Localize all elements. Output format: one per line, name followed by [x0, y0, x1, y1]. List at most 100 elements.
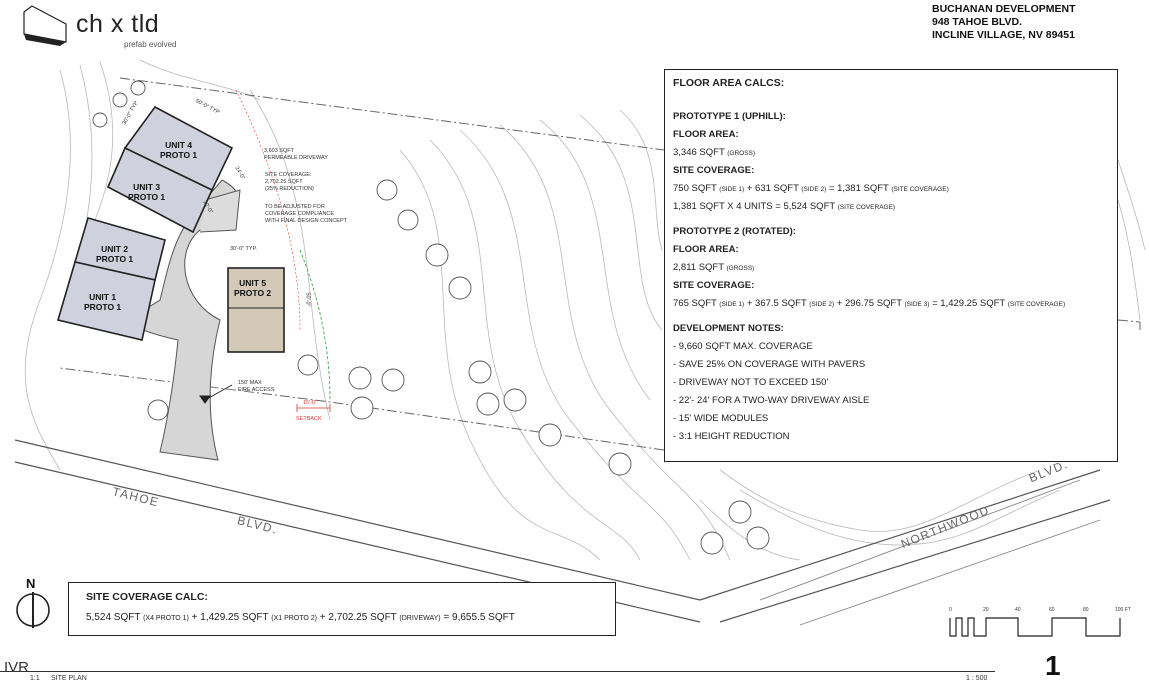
proto1-units-value: 1,381 SQFT X 4 UNITS = 5,524 SQFT [673, 201, 836, 212]
north-label: N [26, 576, 36, 591]
proto1-floor-area-value: 3,346 SQFT [673, 147, 725, 158]
setback-dimension-label: 15'-0" [303, 400, 318, 406]
proto1-floor-area-suffix: (GROSS) [727, 150, 756, 157]
unit-2-name: UNIT 2 [101, 244, 129, 254]
site-coverage-b-sub: (X1 PROTO 2) [271, 615, 318, 622]
dim-30-typ-b: 30'-0" TYP. [230, 246, 257, 252]
proto1-floor-area-label: FLOOR AREA: [673, 129, 739, 140]
proto1-cov-b-sub: (SIDE 2) [801, 186, 827, 193]
note-item: - 22'- 24' FOR A TWO-WAY DRIVEWAY AISLE [673, 395, 870, 406]
site-coverage-c: + 2,702.25 SQFT [319, 612, 397, 623]
trees [92, 80, 770, 555]
site-coverage-calc-panel: SITE COVERAGE CALC: 5,524 SQFT (X4 PROTO… [68, 582, 616, 636]
sheet-number: 1 [1045, 650, 1061, 681]
dim-50: 50'-0" [304, 292, 311, 307]
proto2-cov-d-sub: (SITE COVERAGE) [1007, 301, 1066, 308]
unit-4-label: UNIT 4 PROTO 1 [160, 140, 197, 160]
scale-bar [949, 617, 1121, 637]
proto1-units-sub: (SITE COVERAGE) [837, 204, 896, 211]
proto2-cov-b: + 367.5 SQFT [746, 298, 807, 309]
watermark: IVR [4, 659, 30, 676]
adjust-line-2: COVERAGE COMPLIANCE [265, 211, 335, 217]
driveway-area-note: 3,603 SQFT PERMEABLE DRIVEWAY [264, 148, 328, 162]
proto1-cov-a: 750 SQFT [673, 183, 717, 194]
proto1-units-line: 1,381 SQFT X 4 UNITS = 5,524 SQFT (SITE … [673, 198, 1109, 216]
proto2-cov-b-sub: (SIDE 2) [809, 301, 835, 308]
site-coverage-total: = 9,655.5 SQFT [443, 612, 515, 623]
scale-tick-40: 40 [1015, 607, 1021, 613]
unit-4-name: UNIT 4 [165, 140, 193, 150]
unit-3-label: UNIT 3 PROTO 1 [128, 182, 165, 202]
north-arrow [16, 592, 50, 628]
unit-5-footprint [227, 267, 285, 353]
adjust-line-3: WITH FINAL DESIGN CONCEPT [265, 218, 347, 224]
title-block-rule [0, 671, 995, 672]
unit-2-type: PROTO 1 [96, 254, 134, 264]
unit-5-label: UNIT 5 PROTO 2 [234, 278, 271, 298]
site-cov-label: SITE COVERAGE: [265, 172, 312, 178]
proto1-coverage-line: 750 SQFT (SIDE 1) + 631 SQFT (SIDE 2) = … [673, 180, 1109, 198]
proto2-floor-area: 2,811 SQFT (GROSS) [673, 259, 1109, 277]
note-item: - 3:1 HEIGHT REDUCTION [673, 431, 790, 442]
scale-tick-60: 60 [1049, 607, 1055, 613]
scale-tick-80: 80 [1083, 607, 1089, 613]
proto1-cov-c-sub: (SITE COVERAGE) [891, 186, 949, 193]
proto2-cov-d: = 1,429.25 SQFT [932, 298, 1006, 309]
adjust-note: TO BE ADJUSTED FOR COVERAGE COMPLIANCE W… [265, 204, 347, 225]
project-address: BUCHANAN DEVELOPMENT 948 TAHOE BLVD. INC… [932, 3, 1076, 42]
proto2-heading: PROTOTYPE 2 (ROTATED): [673, 226, 796, 237]
proto2-coverage-line: 765 SQFT (SIDE 1) + 367.5 SQFT (SIDE 2) … [673, 295, 1109, 313]
proto2-floor-area-label: FLOOR AREA: [673, 244, 739, 255]
unit-1-footprint [56, 261, 156, 341]
unit-3-name: UNIT 3 [133, 182, 161, 192]
note-item: - SAVE 25% ON COVERAGE WITH PAVERS [673, 359, 866, 370]
fire-access-arrow [199, 384, 233, 404]
proto1-cov-c: = 1,381 SQFT [828, 183, 889, 194]
proto2-cov-a-sub: (SIDE 1) [719, 301, 745, 308]
floor-area-calcs-panel: FLOOR AREA CALCS: PROTOTYPE 1 (UPHILL): … [664, 69, 1118, 462]
green-setback-line [299, 249, 331, 401]
property-line [59, 77, 1141, 451]
proto1-coverage-label: SITE COVERAGE: [673, 165, 755, 176]
unit-4-type: PROTO 1 [160, 150, 198, 160]
logo-tagline: prefab evolved [124, 40, 177, 49]
unit-1-label: UNIT 1 PROTO 1 [84, 292, 121, 312]
sheet-reference: 1:1 [30, 675, 40, 682]
drawing-scale: 1 : 500 [966, 675, 988, 682]
note-item: - 9,660 SQFT MAX. COVERAGE [673, 341, 813, 352]
note-item: - 15' WIDE MODULES [673, 413, 769, 424]
site-cov-value: 2,702.25 SQFT [265, 179, 303, 185]
unit-1-type: PROTO 1 [84, 302, 122, 312]
contour-lines [24, 59, 1146, 561]
unit-3-type: PROTO 1 [128, 192, 166, 202]
address-line-3: INCLINE VILLAGE, NV 89451 [932, 29, 1075, 41]
unit-3-footprint [106, 146, 214, 234]
proto1-cov-a-sub: (SIDE 1) [719, 186, 745, 193]
setback-dimension [296, 404, 331, 412]
floor-area-calcs-title: FLOOR AREA CALCS: [673, 77, 785, 89]
proto2-floor-area-suffix: (GROSS) [726, 265, 755, 272]
proto2-cov-c: + 296.75 SQFT [836, 298, 902, 309]
scale-tick-0: 0 [949, 607, 952, 613]
driveway [124, 179, 239, 461]
site-coverage-a-sub: (X4 PROTO 1) [143, 615, 189, 622]
site-cov-reduction: (25% REDUCTION) [265, 186, 314, 192]
fire-access-max: 150' MAX [238, 380, 262, 386]
logo-cube-icon [23, 5, 67, 46]
unit-2-label: UNIT 2 PROTO 1 [96, 244, 133, 264]
proto1-cov-b: + 631 SQFT [746, 183, 799, 194]
note-item: - DRIVEWAY NOT TO EXCEED 150' [673, 377, 829, 388]
driveway-area-value: 3,603 SQFT [264, 148, 294, 154]
proto1-floor-area: 3,346 SQFT (GROSS) [673, 144, 1109, 162]
proto2-cov-c-sub: (SIDE 3) [904, 301, 930, 308]
address-line-1: BUCHANAN DEVELOPMENT [932, 3, 1076, 15]
unit-5-name: UNIT 5 [239, 278, 267, 288]
proto2-floor-area-value: 2,811 SQFT [673, 262, 724, 273]
adjust-line-1: TO BE ADJUSTED FOR [265, 204, 325, 210]
scale-tick-100: 100 FT [1115, 607, 1131, 613]
development-notes-heading: DEVELOPMENT NOTES: [673, 323, 784, 334]
proto1-heading: PROTOTYPE 1 (UPHILL): [673, 111, 786, 122]
address-line-2: 948 TAHOE BLVD. [932, 16, 1023, 28]
proto1-units [56, 105, 234, 341]
